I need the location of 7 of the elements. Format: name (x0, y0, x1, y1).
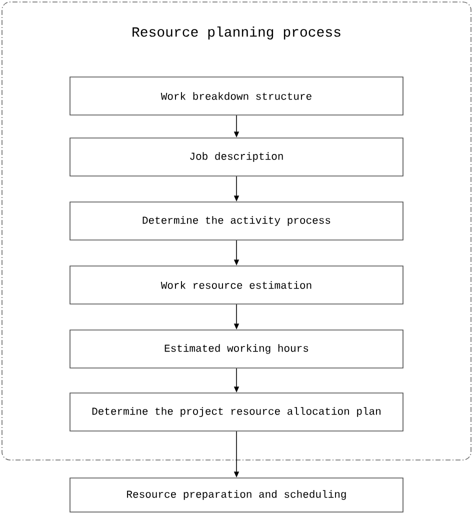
process-box: Work breakdown structure (70, 76, 404, 116)
process-box: Job description (70, 138, 404, 176)
process-box: Work resource estimation (70, 266, 404, 304)
process-box: Determine the project resource allocation plan (70, 392, 404, 432)
process-box: Estimated working hours (70, 330, 404, 368)
process-box: Determine the activity process (70, 202, 404, 240)
process-box: Resource preparation and scheduling (70, 478, 404, 512)
